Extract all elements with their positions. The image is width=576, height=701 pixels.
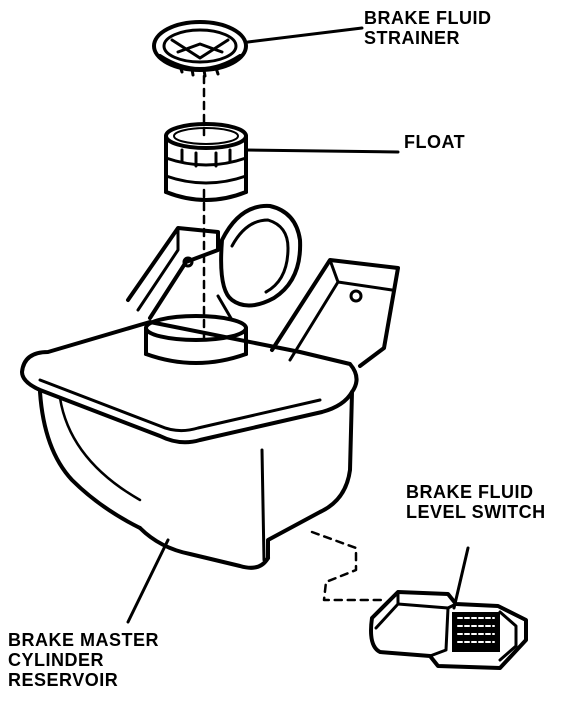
reservoir-label-line2: CYLINDER xyxy=(8,650,105,670)
reservoir-label: BRAKE MASTER CYLINDER RESERVOIR xyxy=(8,630,159,690)
switch-leader xyxy=(452,546,470,610)
reservoir-label-line3: RESERVOIR xyxy=(8,670,119,690)
strainer-label: BRAKE FLUID STRAINER xyxy=(364,8,492,48)
level-switch-label-line2: LEVEL SWITCH xyxy=(406,502,546,522)
float-label-line1: FLOAT xyxy=(404,132,466,152)
reservoir-body xyxy=(20,203,400,570)
wire-line xyxy=(310,530,386,602)
level-switch-label: BRAKE FLUID LEVEL SWITCH xyxy=(406,482,546,522)
reservoir-leader xyxy=(126,538,170,624)
strainer-leader xyxy=(246,26,364,44)
level-switch-label-line1: BRAKE FLUID xyxy=(406,482,534,502)
reservoir-label-line1: BRAKE MASTER xyxy=(8,630,160,650)
float-leader xyxy=(244,148,400,154)
strainer-label-line2: STRAINER xyxy=(364,28,461,48)
float-part xyxy=(164,122,248,202)
level-switch-part xyxy=(369,590,528,670)
strainer-label-line1: BRAKE FLUID xyxy=(364,8,492,28)
float-label: FLOAT xyxy=(404,132,465,152)
strainer-part xyxy=(152,20,248,78)
